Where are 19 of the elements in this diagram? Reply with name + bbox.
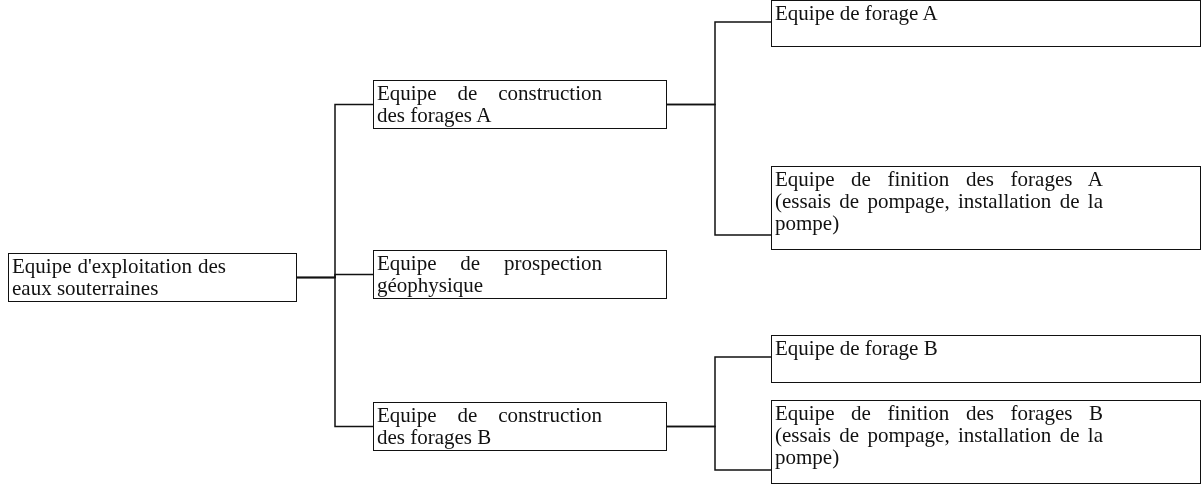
team-box xyxy=(771,400,1201,484)
team-name: Equipe de finition des forages A (essais de pompage, installation de la pompe) xyxy=(775,168,1103,234)
connector-line xyxy=(666,425,772,471)
team-name: Equipe de forage B xyxy=(775,337,939,359)
team-name: Equipe de forage A xyxy=(775,2,939,24)
team-box xyxy=(771,335,1201,383)
team-box xyxy=(373,80,667,129)
team-name: Equipe de finition des forages B (essais de pompage, installation de la pompe) xyxy=(775,402,1103,468)
team-name: Equipe de construction des forages B xyxy=(377,404,602,448)
connector-line xyxy=(296,276,374,428)
team-name: Equipe de construction des forages A xyxy=(377,82,602,126)
team-box xyxy=(771,166,1201,250)
team-box xyxy=(8,253,297,302)
team-name: Equipe d'exploitation des eaux souterraines xyxy=(12,255,226,299)
team-box xyxy=(771,0,1201,47)
team-name: Equipe de prospection géophysique xyxy=(377,252,602,296)
connector-line xyxy=(666,103,772,236)
team-box xyxy=(373,250,667,299)
team-box xyxy=(373,402,667,451)
